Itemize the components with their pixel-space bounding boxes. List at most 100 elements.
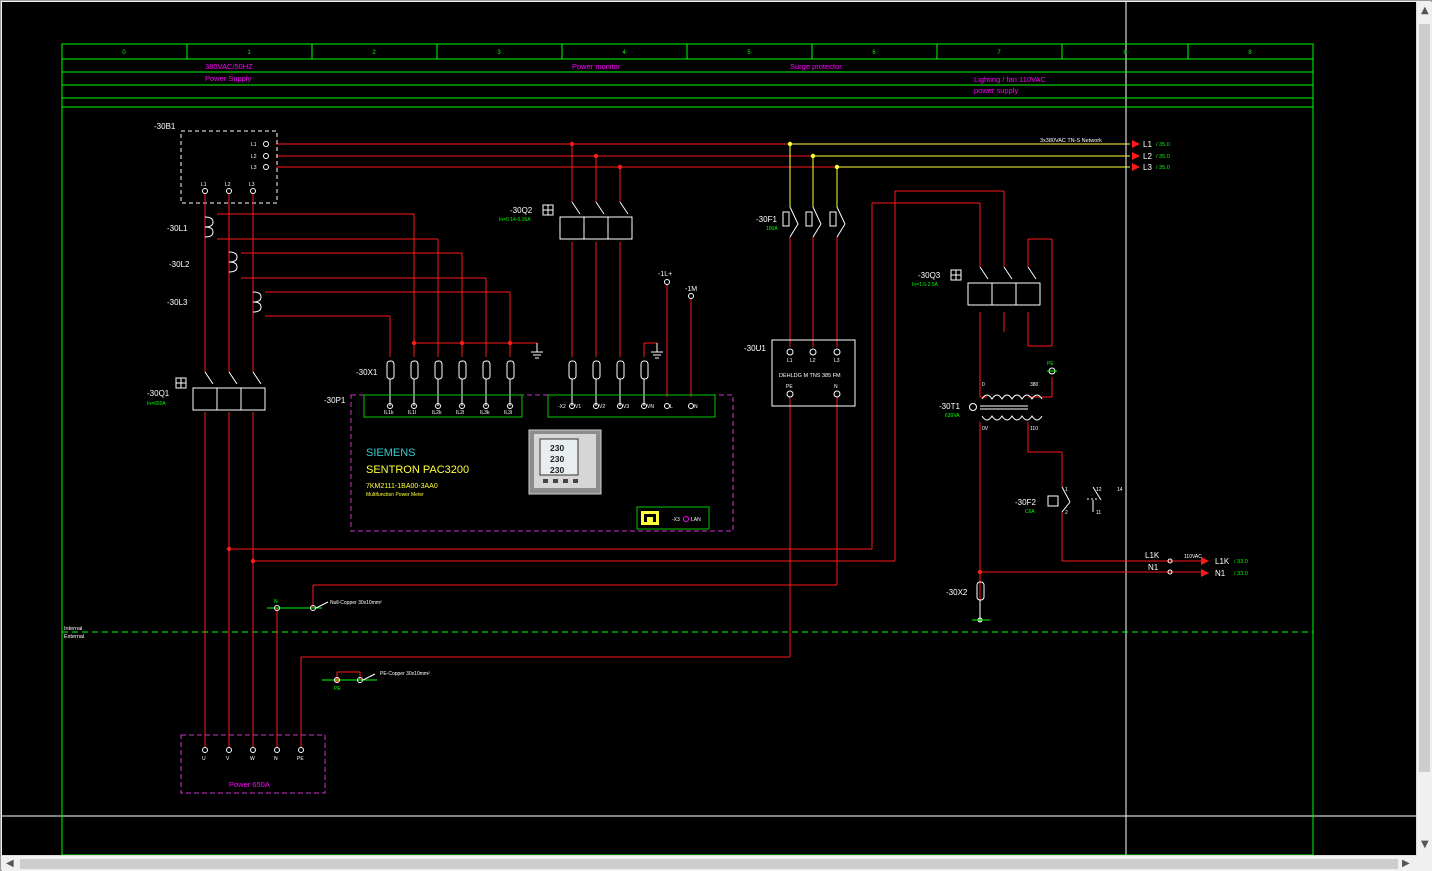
section-headers: 380VAC/50HZ Power monitor Surge protecto… <box>205 62 1046 95</box>
power-term: PE <box>297 756 304 762</box>
f1-label: -30F1 <box>756 215 777 224</box>
device-f1[interactable] <box>782 206 846 238</box>
device-ct[interactable] <box>204 216 262 313</box>
scroll-corner <box>1416 855 1432 871</box>
bus-ref: / 35.0 <box>1156 165 1170 171</box>
f2-label: -30F2 <box>1015 498 1036 507</box>
vertical-scroll-thumb[interactable] <box>1419 24 1430 772</box>
t1-pe: PE <box>1047 361 1057 375</box>
column-number: 8 <box>1123 50 1127 56</box>
horizontal-scrollbar[interactable]: ◀ ▶ <box>2 855 1416 871</box>
scroll-left-icon[interactable]: ◀ <box>6 858 14 869</box>
header-power-supply: 380VAC/50HZ <box>205 62 253 71</box>
x2-label: -30X2 <box>946 588 968 597</box>
b1-term: L3 <box>251 165 257 171</box>
b1-label: -30B1 <box>154 122 176 131</box>
device-x2[interactable]: -30X2 <box>946 581 990 623</box>
pe-term: PE <box>334 686 341 692</box>
schematic-canvas[interactable]: 0 1 2 3 4 5 6 7 8 8 380VAC/50HZ Power mo… <box>2 2 1416 855</box>
header-power-supply-3: power supply <box>974 86 1018 95</box>
t1-rating: 630VA <box>945 413 960 419</box>
schematic-drawing: 0 1 2 3 4 5 6 7 8 8 380VAC/50HZ Power mo… <box>2 2 1416 855</box>
u1-term: L2 <box>810 358 816 364</box>
f2-term: 11 <box>1096 510 1101 516</box>
t1-term: 380 <box>1030 382 1039 388</box>
device-b1[interactable]: -30B1 L1 L2 L3 L1 L2 L3 <box>154 122 278 204</box>
main-bus-yellow <box>789 143 1130 207</box>
p1-input: IL3l <box>504 410 512 416</box>
device-power-source[interactable]: U V W N PE Power 650A <box>180 734 326 794</box>
power-term: U <box>202 756 206 762</box>
q2-rating: In=0.14-0.16A <box>499 217 531 223</box>
p1-input: V3 <box>623 404 629 410</box>
scroll-down-icon[interactable]: ▼ <box>1421 839 1429 850</box>
b1-term: L2 <box>251 154 257 160</box>
column-number: 2 <box>372 50 376 56</box>
header-surge-protector: Surge protector <box>790 62 842 71</box>
device-u1[interactable]: DEHLDG M TNS 385 FM L1 L2 L3 PE N -30U1 <box>744 339 856 407</box>
header-power-supply-2: Power Supply <box>205 74 252 83</box>
column-numbers: 0 1 2 3 4 5 6 7 8 8 <box>122 50 1252 56</box>
p1-input: VN <box>647 404 654 410</box>
potential-m: -1M <box>685 286 697 293</box>
pe-copper: PE-Copper 30x10mm² <box>380 671 430 677</box>
device-p1[interactable]: -30P1 IL1k IL1l IL2k IL2l IL3k IL3l -X2 … <box>324 394 734 532</box>
ethernet-icon <box>641 511 659 525</box>
lan-label: LAN <box>691 517 701 523</box>
q2-label: -30Q2 <box>510 206 533 215</box>
f1-rating: 100A <box>766 226 778 232</box>
bus-out-l3: L3 <box>1143 163 1152 172</box>
f2-rating: C6A <box>1025 509 1035 515</box>
potentials: -1L+ -1M <box>658 271 697 299</box>
potential-lp: -1L+ <box>658 271 672 278</box>
n1-out: N1 <box>1215 569 1226 578</box>
ground-icon <box>531 343 663 359</box>
device-q1[interactable]: -30Q1 In=650A <box>147 371 266 411</box>
b1-term: L3 <box>249 182 255 188</box>
device-q2[interactable]: -30Q2 In=0.14-0.16A <box>499 201 633 240</box>
p1-input: IL1k <box>384 410 394 416</box>
p1-input: N <box>694 404 698 410</box>
column-number: 0 <box>122 50 126 56</box>
f2-term: 12 <box>1096 487 1102 493</box>
device-t1[interactable] <box>969 394 1043 421</box>
horizontal-scroll-thumb[interactable] <box>20 859 1398 869</box>
bus-outputs: L1 L2 L3 <box>1143 140 1152 172</box>
p1-input: V1 <box>575 404 581 410</box>
siemens-logo: SIEMENS <box>366 447 416 459</box>
t1-terms: 0 380 0V 110 <box>982 382 1039 432</box>
t1-pe-label: PE <box>1047 361 1054 367</box>
scroll-up-icon[interactable]: ▲ <box>1421 5 1429 16</box>
column-number: 3 <box>497 50 501 56</box>
column-number: 1 <box>247 50 251 56</box>
lighting-outputs: L1K N1 110VAC L1K N1 / 33.0 / 33.0 <box>1145 551 1248 578</box>
l1k-out: L1K <box>1215 557 1230 566</box>
column-number: 8 <box>1248 50 1252 56</box>
device-f2[interactable] <box>1047 486 1102 513</box>
l2-label: -30L2 <box>169 260 190 269</box>
p1-input: IL3k <box>480 410 490 416</box>
device-x1[interactable] <box>386 360 649 406</box>
p1-input: IL2l <box>456 410 464 416</box>
t1-term: 0V <box>982 426 989 432</box>
u1-label: -30U1 <box>744 344 766 353</box>
device-q3[interactable]: -30Q3 In=1.6-2.5A <box>912 266 1041 306</box>
meter-reading: 230 <box>550 454 564 464</box>
t1-term: 0 <box>982 382 985 388</box>
scroll-right-icon[interactable]: ▶ <box>1402 858 1410 869</box>
lan-port: -X3 <box>672 517 680 523</box>
p1-input: L <box>670 404 673 410</box>
meter-reading: 230 <box>550 443 564 453</box>
f2-term: 14 <box>1117 487 1123 493</box>
vertical-scrollbar[interactable]: ▲ ▼ <box>1416 2 1432 855</box>
b1-term: L1 <box>201 182 207 188</box>
column-number: 6 <box>872 50 876 56</box>
v110-label: 110VAC <box>1184 554 1202 560</box>
n-term: N <box>274 599 278 605</box>
u1-term: PE <box>786 384 793 390</box>
bus-arrows <box>1132 140 1209 577</box>
yellow-dots <box>787 141 840 170</box>
l3-label: -30L3 <box>167 298 188 307</box>
product-name: SENTRON PAC3200 <box>366 464 469 476</box>
